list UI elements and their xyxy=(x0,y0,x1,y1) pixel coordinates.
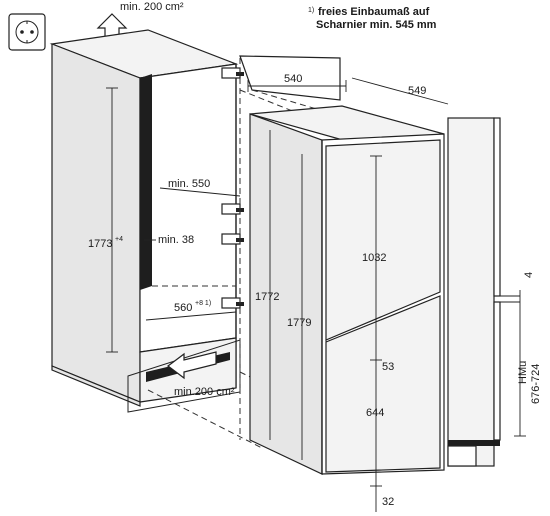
bottom-airflow-label: min.200 cm² xyxy=(174,386,235,398)
dim-1773-sup: +4 xyxy=(115,236,123,243)
dim-min-38: min. 38 xyxy=(158,234,194,246)
appliance xyxy=(249,105,445,475)
top-airflow-label: min. 200 cm² xyxy=(120,1,184,13)
dim-560-sup: +8 1) xyxy=(195,300,211,307)
svg-text:freies Einbaumaß auf: freies Einbaumaß auf xyxy=(318,6,430,18)
dim-560: 560 xyxy=(174,302,192,314)
dim-549: 549 xyxy=(408,85,426,97)
svg-text:1): 1) xyxy=(308,7,314,14)
dim-540: 540 xyxy=(284,73,302,85)
dim-4: 4 xyxy=(523,272,535,278)
dim-1772: 1772 xyxy=(255,291,279,303)
dim-min-550: min. 550 xyxy=(168,178,210,190)
dim-1773: 1773 xyxy=(88,238,112,250)
dim-53: 53 xyxy=(382,361,394,373)
power-socket-icon xyxy=(8,13,46,51)
arrow-left-icon xyxy=(167,351,217,380)
svg-text:Scharnier min. 545 mm: Scharnier min. 545 mm xyxy=(316,19,437,31)
dim-hmu: HMu xyxy=(517,361,529,384)
cabinet-niche xyxy=(49,29,241,413)
side-profile xyxy=(447,117,520,467)
footnote: 1) freies Einbaumaß auf Scharnier min. 5… xyxy=(308,6,437,31)
dim-32: 32 xyxy=(382,496,394,508)
dimension-lines xyxy=(106,77,526,512)
dim-hmu-range: 676-724 xyxy=(530,364,542,404)
dim-644: 644 xyxy=(366,407,384,419)
dim-1779: 1779 xyxy=(287,317,311,329)
dim-1032: 1032 xyxy=(362,252,386,264)
